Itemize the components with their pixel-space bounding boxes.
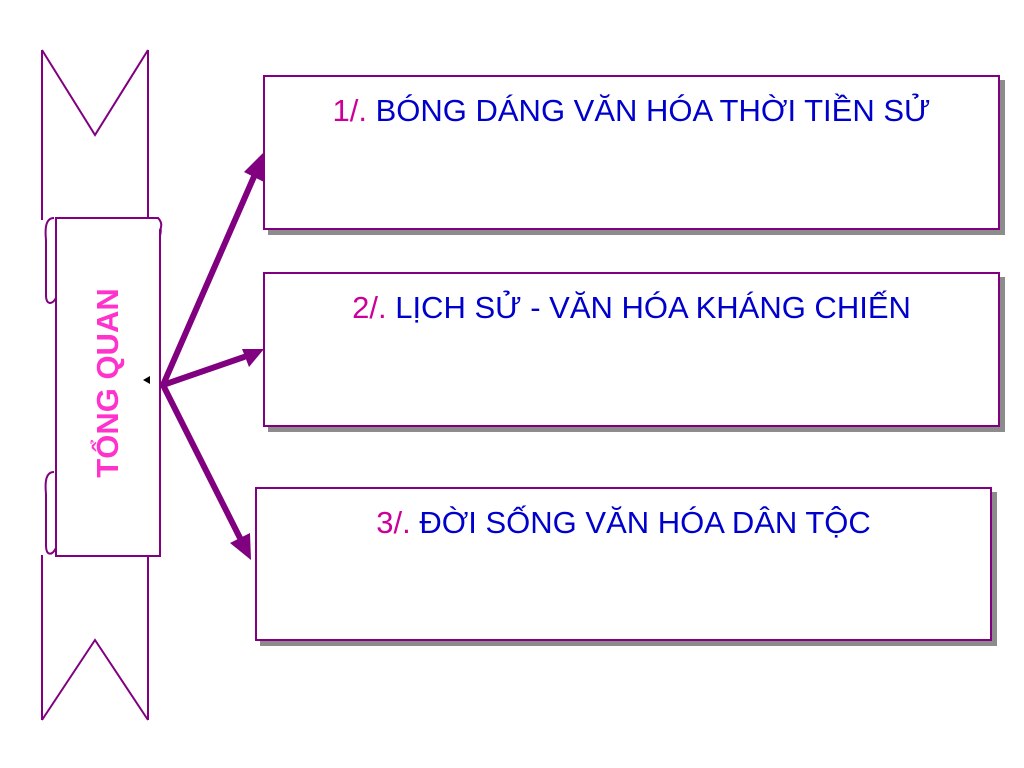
topic-number-2: 2/. bbox=[352, 290, 387, 325]
arrow-to-topic-2 bbox=[160, 349, 264, 388]
topic-text-3: ĐỜI SỐNG VĂN HÓA DÂN TỘC bbox=[419, 505, 871, 540]
pointer-marker bbox=[143, 376, 150, 384]
topic-box-2: 2/. LỊCH SỬ - VĂN HÓA KHÁNG CHIẾN bbox=[263, 272, 1000, 427]
topic-box-1: 1/. BÓNG DÁNG VĂN HÓA THỜI TIỀN SỬ bbox=[263, 75, 1000, 230]
arrow-to-topic-3 bbox=[160, 382, 251, 560]
topic-box-3: 3/. ĐỜI SỐNG VĂN HÓA DÂN TỘC bbox=[255, 487, 992, 641]
topic-text-2: LỊCH SỬ - VĂN HÓA KHÁNG CHIẾN bbox=[395, 290, 911, 325]
banner-title: TỔNG QUAN bbox=[90, 288, 125, 478]
topic-text-1: BÓNG DÁNG VĂN HÓA THỜI TIỀN SỬ bbox=[375, 93, 931, 128]
banner-lower-ribbon bbox=[41, 555, 149, 721]
arrow-to-topic-1 bbox=[160, 150, 266, 388]
topic-number-1: 1/. bbox=[332, 93, 367, 128]
scroll-panel bbox=[55, 217, 163, 557]
banner-upper-ribbon bbox=[41, 49, 149, 220]
topic-number-3: 3/. bbox=[376, 505, 411, 540]
